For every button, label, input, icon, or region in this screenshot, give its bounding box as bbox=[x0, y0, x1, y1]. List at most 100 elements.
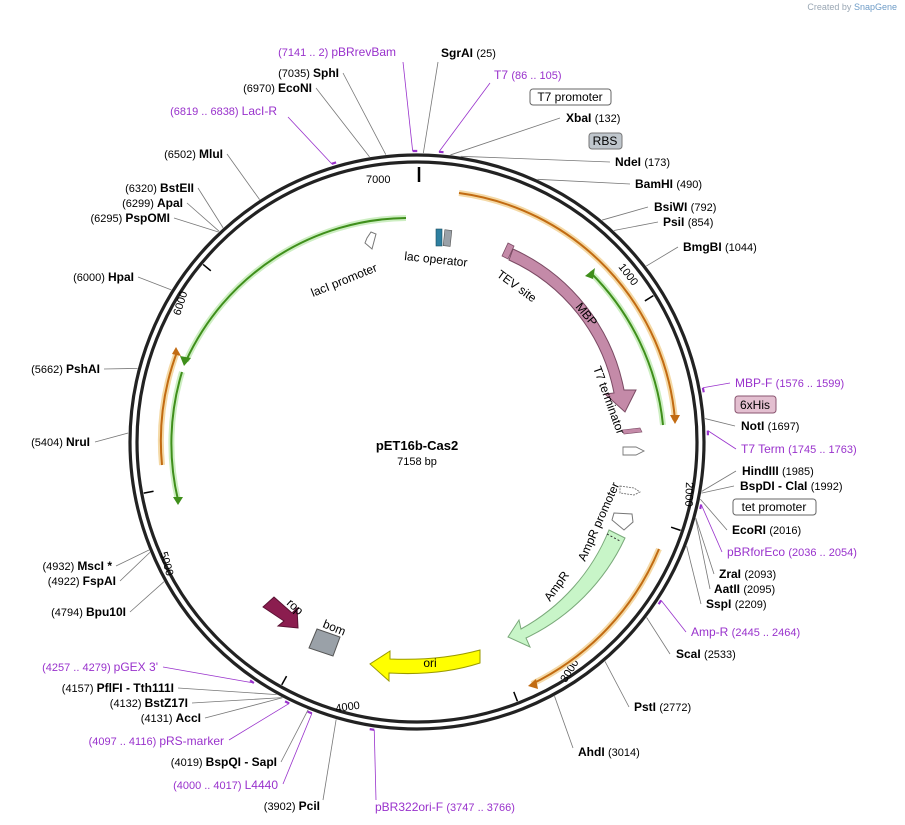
site-label: BsiWI (792) bbox=[654, 200, 716, 214]
orf-arc-bottom-orange bbox=[531, 548, 660, 685]
ruler-label-2000: 2000 bbox=[682, 482, 695, 507]
site-name: PspOMI bbox=[125, 211, 170, 225]
leader-line bbox=[204, 697, 283, 719]
laci-promoter-feature bbox=[364, 231, 377, 250]
primer-mark bbox=[699, 504, 703, 510]
primer-leader bbox=[438, 82, 491, 153]
leader-line bbox=[604, 661, 630, 708]
site-name: PsiI bbox=[663, 215, 688, 229]
site-label: AatII (2095) bbox=[714, 582, 775, 596]
primer-leader bbox=[228, 703, 290, 741]
leader-line bbox=[322, 719, 337, 801]
site-name: AccI bbox=[176, 711, 201, 725]
leader-line bbox=[695, 517, 715, 575]
leader-line bbox=[119, 552, 151, 582]
ampr-feature bbox=[507, 529, 626, 648]
site-label: (5404) NruI bbox=[31, 435, 90, 449]
site-position: (6970) bbox=[243, 83, 278, 95]
site-name: HindIII bbox=[742, 464, 782, 478]
site-name: MscI * bbox=[77, 559, 112, 573]
site-label: (6502) MluI bbox=[164, 147, 223, 161]
plasmid-length: 7158 bp bbox=[397, 456, 437, 468]
site-name: AatII bbox=[714, 582, 743, 596]
leader-line bbox=[342, 72, 387, 155]
boxed-label-tet-promoter-frame bbox=[732, 498, 817, 516]
site-name: EcoNI bbox=[278, 81, 312, 95]
primer-leader bbox=[700, 504, 723, 553]
site-position: (7035) bbox=[278, 68, 313, 80]
primer-name: pGEX 3' bbox=[114, 660, 158, 674]
primer-range: (2445 .. 2464) bbox=[732, 627, 801, 639]
primer-range: (4257 .. 4279) bbox=[42, 662, 114, 674]
site-label: (5662) PshAI bbox=[31, 362, 100, 376]
site-name: XbaI bbox=[566, 111, 595, 125]
primer-leader bbox=[282, 713, 313, 785]
boxed-label-rbs: RBS bbox=[588, 132, 623, 150]
primer-name: Amp-R bbox=[691, 625, 732, 639]
site-label: PstI (2772) bbox=[634, 700, 691, 714]
boxed-label-6xhis-text: 6xHis bbox=[740, 398, 770, 412]
site-name: SgrAI bbox=[441, 46, 476, 60]
site-label: EcoRI (2016) bbox=[732, 523, 801, 537]
site-name: NruI bbox=[66, 435, 90, 449]
primer-label: MBP-F (1576 .. 1599) bbox=[735, 376, 844, 390]
site-position: (4132) bbox=[110, 698, 145, 710]
site-position: (2093) bbox=[744, 569, 776, 581]
site-position: (4932) bbox=[42, 561, 77, 573]
leader-line bbox=[191, 697, 283, 704]
feature-label-laci-promoter: lacI promoter bbox=[309, 261, 379, 300]
feature-label-lac-operator: lac operator bbox=[404, 249, 468, 270]
boxed-label-t7-promoter-frame bbox=[529, 88, 612, 106]
primer-range: (1745 .. 1763) bbox=[788, 444, 857, 456]
leader-line bbox=[701, 470, 737, 492]
primer-mark bbox=[249, 679, 255, 684]
site-name: PshAI bbox=[66, 362, 100, 376]
mbp-feature bbox=[508, 248, 637, 413]
leader-line bbox=[422, 61, 439, 154]
primer-label: (7141 .. 2) pBRrevBam bbox=[278, 45, 396, 59]
leader-line bbox=[177, 687, 277, 695]
primer-label: pBR322ori-F (3747 .. 3766) bbox=[375, 800, 515, 814]
t7-terminator-feature bbox=[621, 427, 643, 435]
site-label: PsiI (854) bbox=[663, 215, 713, 229]
ruler-tick-4000 bbox=[281, 675, 288, 686]
leader-line bbox=[646, 617, 671, 655]
leader-line bbox=[103, 367, 138, 370]
site-name: NotI bbox=[741, 419, 768, 433]
site-label: SspI (2209) bbox=[706, 597, 766, 611]
leader-line bbox=[129, 581, 165, 613]
site-position: (6295) bbox=[90, 213, 125, 225]
primer-leader bbox=[702, 382, 731, 389]
backbone-inner-circle bbox=[135, 160, 699, 724]
leader-line bbox=[602, 206, 649, 221]
primer-label: pBRforEco (2036 .. 2054) bbox=[727, 545, 857, 559]
site-position: (5662) bbox=[31, 364, 66, 376]
primer-name: L4440 bbox=[245, 778, 279, 792]
site-position: (173) bbox=[644, 157, 670, 169]
site-position: (2533) bbox=[704, 649, 736, 661]
plasmid-name: pET16b-Cas2 bbox=[376, 438, 458, 453]
site-name: ScaI bbox=[676, 647, 704, 661]
orf-arc-left-orange bbox=[159, 351, 178, 466]
site-name: PstI bbox=[634, 700, 659, 714]
orf-arc-right-orange-halo bbox=[458, 190, 678, 421]
site-labels: SgrAI (25)XbaI (132)NdeI (173)BamHI (490… bbox=[31, 45, 857, 814]
site-label: NdeI (173) bbox=[615, 155, 670, 169]
site-position: (6502) bbox=[164, 149, 199, 161]
primer-name: pBR322ori-F bbox=[375, 800, 446, 814]
leader-line bbox=[695, 518, 711, 590]
leader-line bbox=[450, 117, 561, 156]
primer-name: MBP-F bbox=[735, 376, 776, 390]
orf-arc-left-green2-head bbox=[173, 497, 183, 505]
site-label: BamHI (490) bbox=[635, 177, 702, 191]
primer-range: (6819 .. 6838) bbox=[170, 106, 242, 118]
leader-line bbox=[613, 221, 659, 231]
site-position: (2772) bbox=[659, 702, 691, 714]
leader-line bbox=[686, 545, 702, 605]
site-name: ZraI bbox=[719, 567, 744, 581]
site-name: FspAI bbox=[83, 574, 116, 588]
primer-leader bbox=[707, 430, 737, 450]
site-label: (4794) Bpu10I bbox=[51, 605, 126, 619]
site-name: NdeI bbox=[615, 155, 644, 169]
primer-leader bbox=[162, 666, 254, 684]
